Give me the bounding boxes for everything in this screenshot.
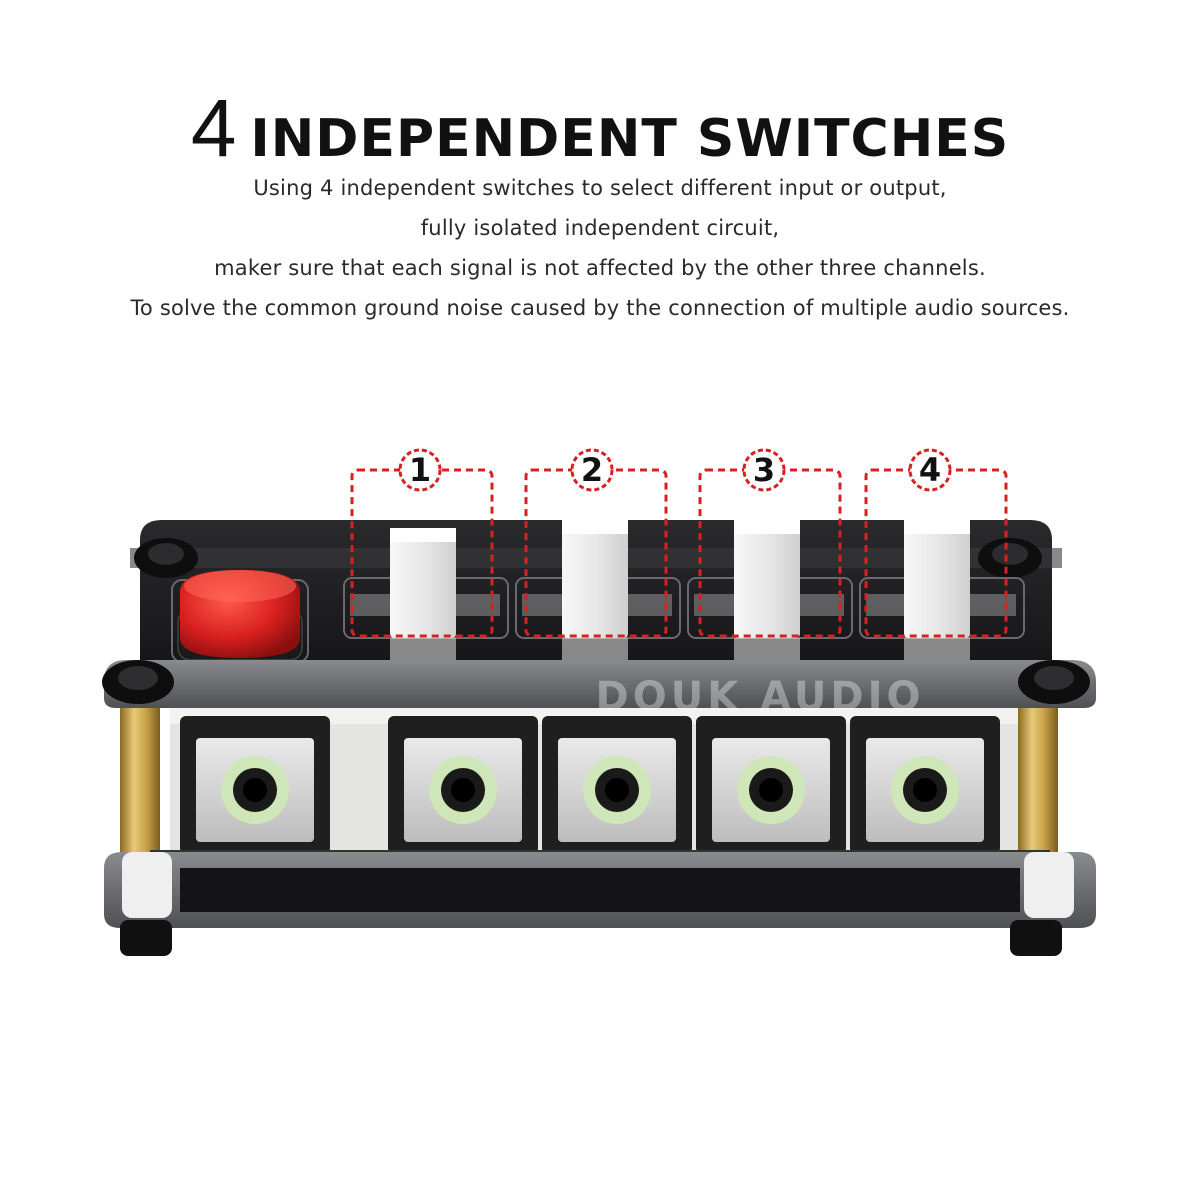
- callout-circle-4: [908, 448, 952, 492]
- product-photo: DOUK AUDIO 1 2 3 4: [0, 420, 1200, 980]
- brass-standoff-right: [1018, 708, 1058, 858]
- spacer-left: [122, 852, 172, 918]
- callout-circle-3: [742, 448, 786, 492]
- audio-jack-5: [850, 716, 1000, 854]
- headline-title: INDEPENDENT SWITCHES: [250, 109, 1010, 169]
- callout-circle-2: [570, 448, 614, 492]
- description-line-2: fully isolated independent circuit,: [420, 216, 780, 240]
- description-line-3: maker sure that each signal is not affec…: [214, 256, 986, 280]
- headline-number: 4: [190, 83, 237, 174]
- callout-label-4: 4: [918, 451, 942, 489]
- audio-jack-1: [180, 716, 330, 854]
- bottom-acrylic: [180, 868, 1020, 912]
- red-power-button: [177, 570, 303, 661]
- callout-label-3: 3: [752, 451, 776, 489]
- front-screw-left: [102, 660, 174, 704]
- spacer-right: [1024, 852, 1074, 918]
- description-line-1: Using 4 independent switches to select d…: [253, 176, 947, 200]
- description-line-4: To solve the common ground noise caused …: [130, 296, 1070, 320]
- callout-label-2: 2: [580, 451, 604, 489]
- foot-right: [1010, 920, 1062, 956]
- watermark-text: DOUK AUDIO: [596, 674, 925, 720]
- audio-jack-2: [388, 716, 538, 854]
- audio-switcher-illustration: DOUK AUDIO: [102, 448, 1096, 956]
- foot-left: [120, 920, 172, 956]
- brass-standoff-left: [120, 708, 160, 858]
- callout-label-1: 1: [408, 451, 432, 489]
- front-top-plate: [104, 660, 1096, 708]
- audio-jack-4: [696, 716, 846, 854]
- audio-jack-3: [542, 716, 692, 854]
- front-screw-right: [1018, 660, 1090, 704]
- rear-screw-right: [978, 538, 1042, 578]
- rear-screw-left: [134, 538, 198, 578]
- callout-circle-1: [398, 448, 442, 492]
